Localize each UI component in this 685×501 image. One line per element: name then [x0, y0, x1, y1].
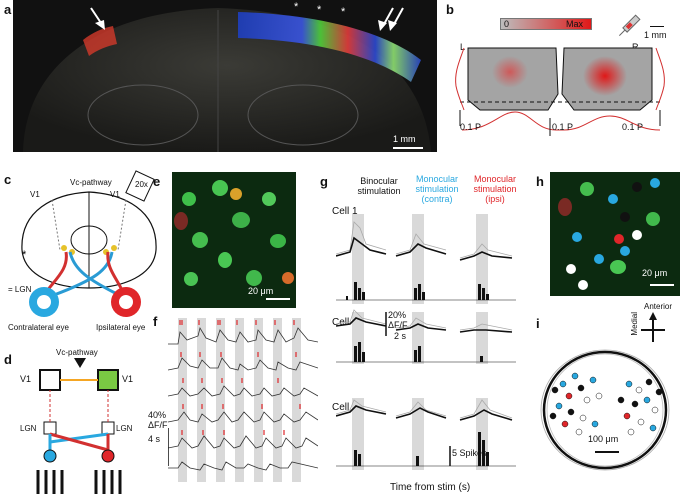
d-lgn-right: LGN [116, 424, 133, 433]
g-spikes-label: 5 Spikes [452, 448, 487, 458]
vc-pathway-label: Vc-pathway [70, 178, 112, 187]
colorbar-min: 0 [504, 19, 510, 29]
g-scale-x: 2 s [394, 331, 407, 341]
panel-i-label: i [536, 316, 540, 331]
density-map-svg [455, 14, 665, 136]
v1-right-label: V1 [110, 190, 120, 199]
panel-d: Vc-pathway V1 V1 LGN LGN [14, 348, 164, 496]
g-scale-y: 20% [388, 310, 407, 320]
p-mid: 0.1 P [552, 122, 574, 132]
panel-b-label: b [446, 2, 454, 17]
g-scale-y2: ΔF/F [388, 320, 408, 330]
eye-ipsi-label: Ipsilateral eye [96, 323, 146, 332]
h-scale-label: 20 μm [642, 268, 668, 278]
d-v1-right: V1 [122, 374, 134, 384]
g-cell1-label: Cell 1 [332, 206, 358, 217]
f-scale-y2: ΔF/F [148, 420, 168, 430]
panel-e-image: 20 μm [172, 172, 296, 308]
g-xlabel: Time from stim (s) [390, 482, 471, 493]
circuit-svg [36, 358, 122, 494]
panel-b: 0 Max 1 mm L R 0.1 P [446, 0, 682, 152]
anterior-label: Anterior [644, 302, 673, 311]
panel-h-image: 20 μm [550, 172, 680, 296]
svg-text:*: * [22, 249, 27, 261]
colorbar [500, 18, 592, 30]
f-scale-x: 4 s [148, 434, 161, 444]
lgn-note: = LGN [8, 285, 32, 294]
objective-icon [125, 170, 155, 202]
panel-f: 40% ΔF/F 4 s [148, 318, 319, 482]
panel-a-star-3: * [341, 6, 346, 18]
e-scale-label: 20 μm [248, 286, 274, 296]
panel-g-label: g [320, 174, 328, 189]
colorbar-max: Max [566, 19, 584, 29]
scale-bar-label: 1 mm [644, 30, 667, 40]
panel-e-label: e [153, 174, 161, 189]
panel-a-label: a [4, 2, 12, 17]
panel-d-label: d [4, 352, 12, 367]
compass-icon [641, 312, 665, 342]
g-cell3-label: Cell 3 [332, 402, 358, 413]
right-label: R [632, 42, 639, 52]
panel-a-scale-label: 1 mm [393, 134, 416, 144]
brain-section-svg [23, 7, 431, 152]
d-pathway-label: Vc-pathway [56, 348, 98, 357]
panel-a-star-1: * [294, 1, 299, 13]
panel-a-star-2: * [317, 4, 322, 16]
panel-f-label: f [153, 314, 158, 329]
p-right: 0.1 P [622, 122, 644, 132]
d-lgn-left: LGN [20, 424, 37, 433]
schematic-svg: * [21, 170, 157, 317]
panel-c-label: c [4, 172, 12, 187]
p-left: 0.1 P [460, 122, 482, 132]
syringe-icon [618, 14, 641, 37]
eye-contra-label: Contralateral eye [8, 323, 69, 332]
panel-a-brain-image: * * * 1 mm [13, 0, 437, 152]
i-scale-label: 100 μm [588, 434, 619, 444]
calcium-traces-svg [167, 318, 319, 482]
d-v1-left: V1 [20, 374, 32, 384]
panel-h-label: h [536, 174, 544, 189]
trial-traces-svg [336, 214, 516, 470]
f-scale-y: 40% [148, 410, 167, 420]
v1-left-label: V1 [30, 190, 40, 199]
panel-c: * Vc-pathway V1 V1 20x = LGN [8, 170, 164, 320]
left-label: L [460, 42, 466, 52]
cell-map-svg [540, 312, 670, 471]
objective-label: 20x [135, 180, 148, 189]
